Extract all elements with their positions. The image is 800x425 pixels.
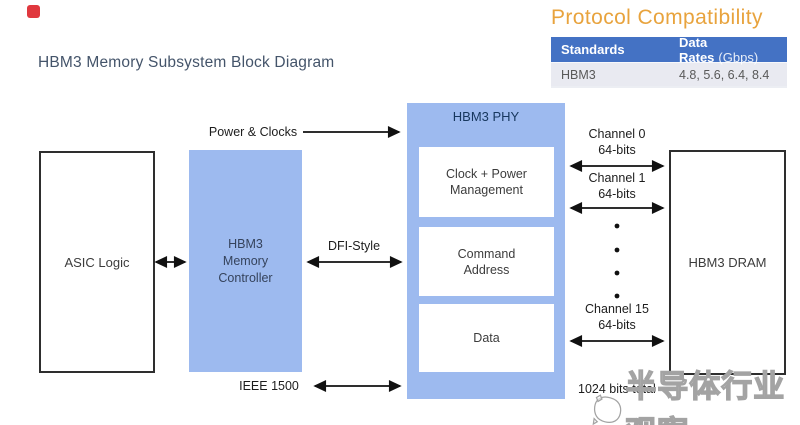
red-badge-icon	[27, 5, 40, 18]
phy-title: HBM3 PHY	[452, 109, 520, 124]
watermark-logo-icon	[592, 394, 622, 425]
phy-command-address-block: Command Address	[419, 227, 554, 296]
protocol-compatibility-title: Protocol Compatibility	[551, 6, 763, 29]
phy-command-address-label: Command Address	[457, 246, 516, 277]
ieee-1500-label: IEEE 1500	[239, 379, 299, 393]
channel-ellipsis-dots	[614, 223, 620, 299]
asic-logic-block: ASIC Logic	[39, 151, 155, 373]
dfi-style-label: DFI-Style	[327, 239, 381, 253]
phy-data-label: Data	[473, 331, 500, 345]
watermark-text: 半导体行业观察	[625, 368, 786, 425]
dram-label: HBM3 DRAM	[688, 255, 767, 270]
table-row: HBM3 4.8, 5.6, 6.4, 8.4	[551, 62, 787, 86]
phy-data-block: Data	[419, 304, 554, 372]
page-title: HBM3 Memory Subsystem Block Diagram	[38, 54, 335, 71]
memory-controller-block: HBM3 Memory Controller	[189, 150, 302, 372]
protocol-table: Standards Data Rates(Gbps) HBM3 4.8, 5.6…	[551, 34, 787, 88]
channel-1-label: Channel 1 64-bits	[588, 171, 646, 201]
power-clocks-label: Power & Clocks	[208, 125, 298, 139]
memory-controller-label: HBM3 Memory Controller	[218, 236, 273, 285]
cell-data-rates: 4.8, 5.6, 6.4, 8.4	[679, 67, 770, 82]
channel-15-label: Channel 15 64-bits	[585, 302, 649, 332]
phy-clock-power-label: Clock + Power Management	[446, 167, 527, 197]
col-header-unit: (Gbps)	[718, 49, 759, 65]
channel-0-label: Channel 0 64-bits	[588, 127, 646, 157]
table-header-row: Standards Data Rates(Gbps)	[551, 34, 787, 65]
col-header-standards: Standards	[561, 42, 625, 57]
dram-block: HBM3 DRAM	[669, 150, 786, 375]
watermark: 半导体行业观察	[591, 364, 800, 425]
cell-standard: HBM3	[561, 67, 596, 82]
col-header-data-rates: Data Rates(Gbps)	[679, 34, 759, 65]
phy-clock-power-block: Clock + Power Management	[419, 147, 554, 217]
total-bits-label: 1024 bits total	[578, 382, 656, 396]
asic-logic-label: ASIC Logic	[64, 254, 130, 270]
